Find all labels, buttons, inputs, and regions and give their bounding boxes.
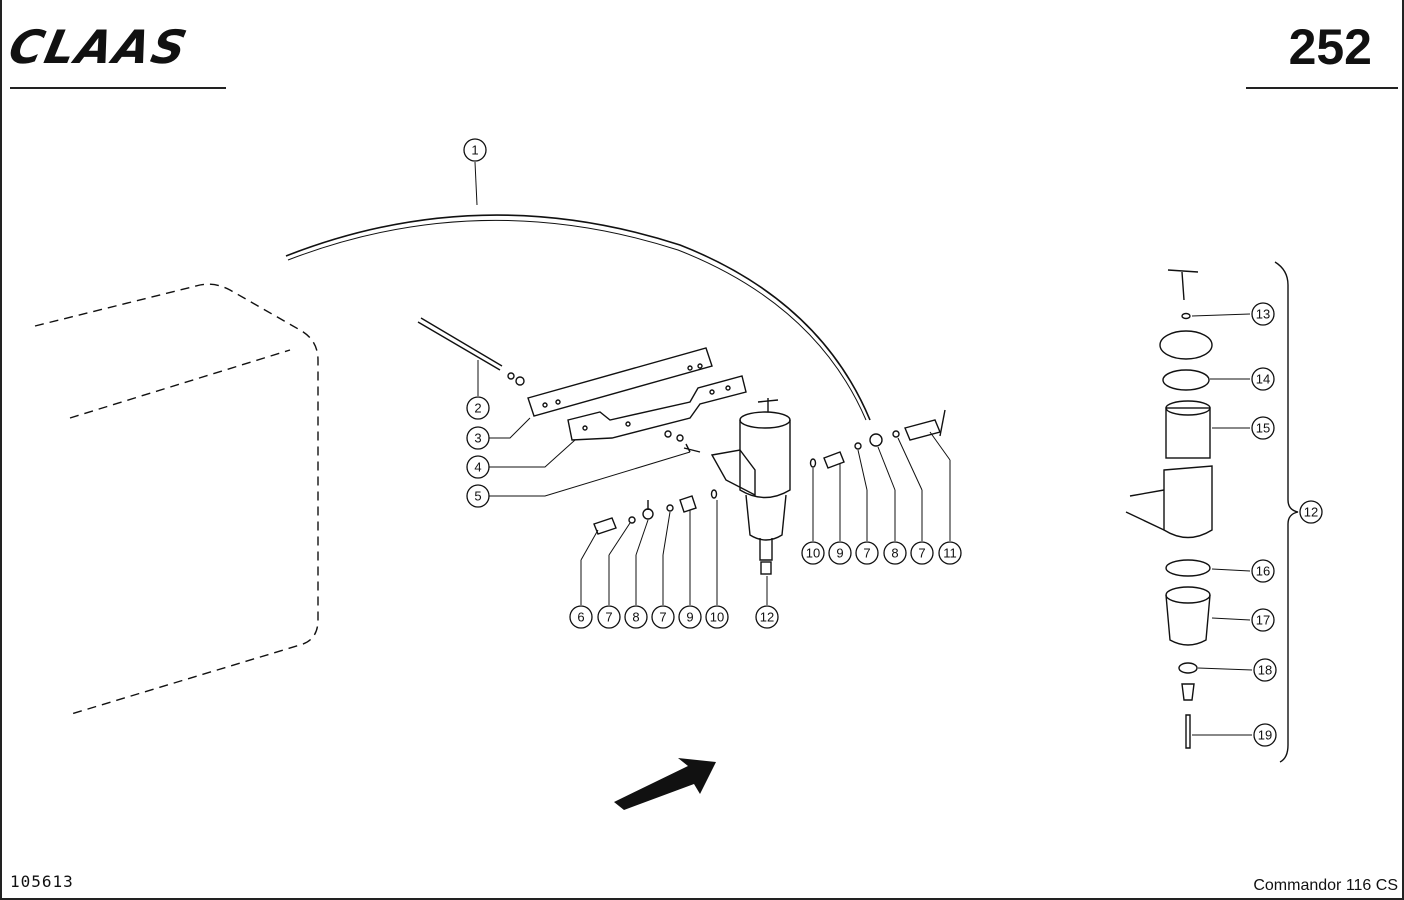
svg-text:7: 7 [918,546,925,561]
svg-text:5: 5 [474,489,481,504]
tank-outline [34,283,319,716]
svg-text:16: 16 [1256,564,1270,579]
direction-arrow [614,758,716,810]
fuel-line [285,214,871,421]
callout-9-left: 9 [678,605,702,629]
callout-15: 15 [1251,416,1275,440]
callout-10-left: 10 [705,605,729,629]
svg-text:9: 9 [836,546,843,561]
svg-text:10: 10 [806,546,820,561]
small-bolt [683,443,701,453]
callout-7-left-a: 7 [597,605,621,629]
callout-17: 17 [1251,608,1275,632]
callout-13: 13 [1251,302,1275,326]
svg-text:7: 7 [659,610,666,625]
drawing-number: 105613 [10,872,74,891]
svg-text:6: 6 [577,610,584,625]
svg-text:15: 15 [1256,421,1270,436]
svg-text:7: 7 [863,546,870,561]
callout-9-right: 9 [828,541,852,565]
callout-11: 11 [938,541,962,565]
svg-text:4: 4 [474,460,481,475]
callout-10-right: 10 [801,541,825,565]
machine-model: Commandor 116 CS [1253,877,1398,894]
svg-text:14: 14 [1256,372,1270,387]
svg-text:19: 19 [1258,728,1272,743]
callout-2: 2 [466,396,490,420]
svg-text:1: 1 [471,143,478,158]
left-fittings [593,489,718,535]
svg-text:10: 10 [710,610,724,625]
callout-1: 1 [463,138,487,162]
callout-19: 19 [1253,723,1277,747]
page-number-rule [1246,87,1398,89]
svg-text:3: 3 [474,431,481,446]
svg-text:18: 18 [1258,663,1272,678]
svg-text:2: 2 [474,401,481,416]
callout-3: 3 [466,426,490,450]
callout-4: 4 [466,455,490,479]
svg-text:8: 8 [632,610,639,625]
svg-text:13: 13 [1256,307,1270,322]
leader-lines [474,161,1253,736]
filter-assembly-main [710,398,791,575]
right-fittings [809,409,946,469]
callout-16: 16 [1251,559,1275,583]
logo-rule [10,87,226,89]
svg-text:12: 12 [1304,505,1318,520]
assembly-brace [1274,261,1299,763]
callout-14: 14 [1251,367,1275,391]
callout-7-left-b: 7 [651,605,675,629]
svg-text:7: 7 [605,610,612,625]
filter-exploded-view [1125,269,1213,749]
bracket-upper [527,347,713,417]
svg-text:17: 17 [1256,613,1270,628]
callout-7-right-a: 7 [855,541,879,565]
callout-18: 18 [1253,658,1277,682]
callout-12-main: 12 [755,605,779,629]
bracket-lower [567,375,747,441]
callout-5: 5 [466,484,490,508]
callout-8-right: 8 [883,541,907,565]
svg-text:12: 12 [760,610,774,625]
callout-7-right-b: 7 [910,541,934,565]
svg-text:11: 11 [943,546,957,561]
page-number: 252 [1288,19,1372,75]
long-bolt [417,317,525,386]
svg-text:8: 8 [891,546,898,561]
callout-12-exploded: 12 [1299,500,1323,524]
callout-6-left: 6 [569,605,593,629]
callout-8-left: 8 [624,605,648,629]
svg-text:9: 9 [686,610,693,625]
